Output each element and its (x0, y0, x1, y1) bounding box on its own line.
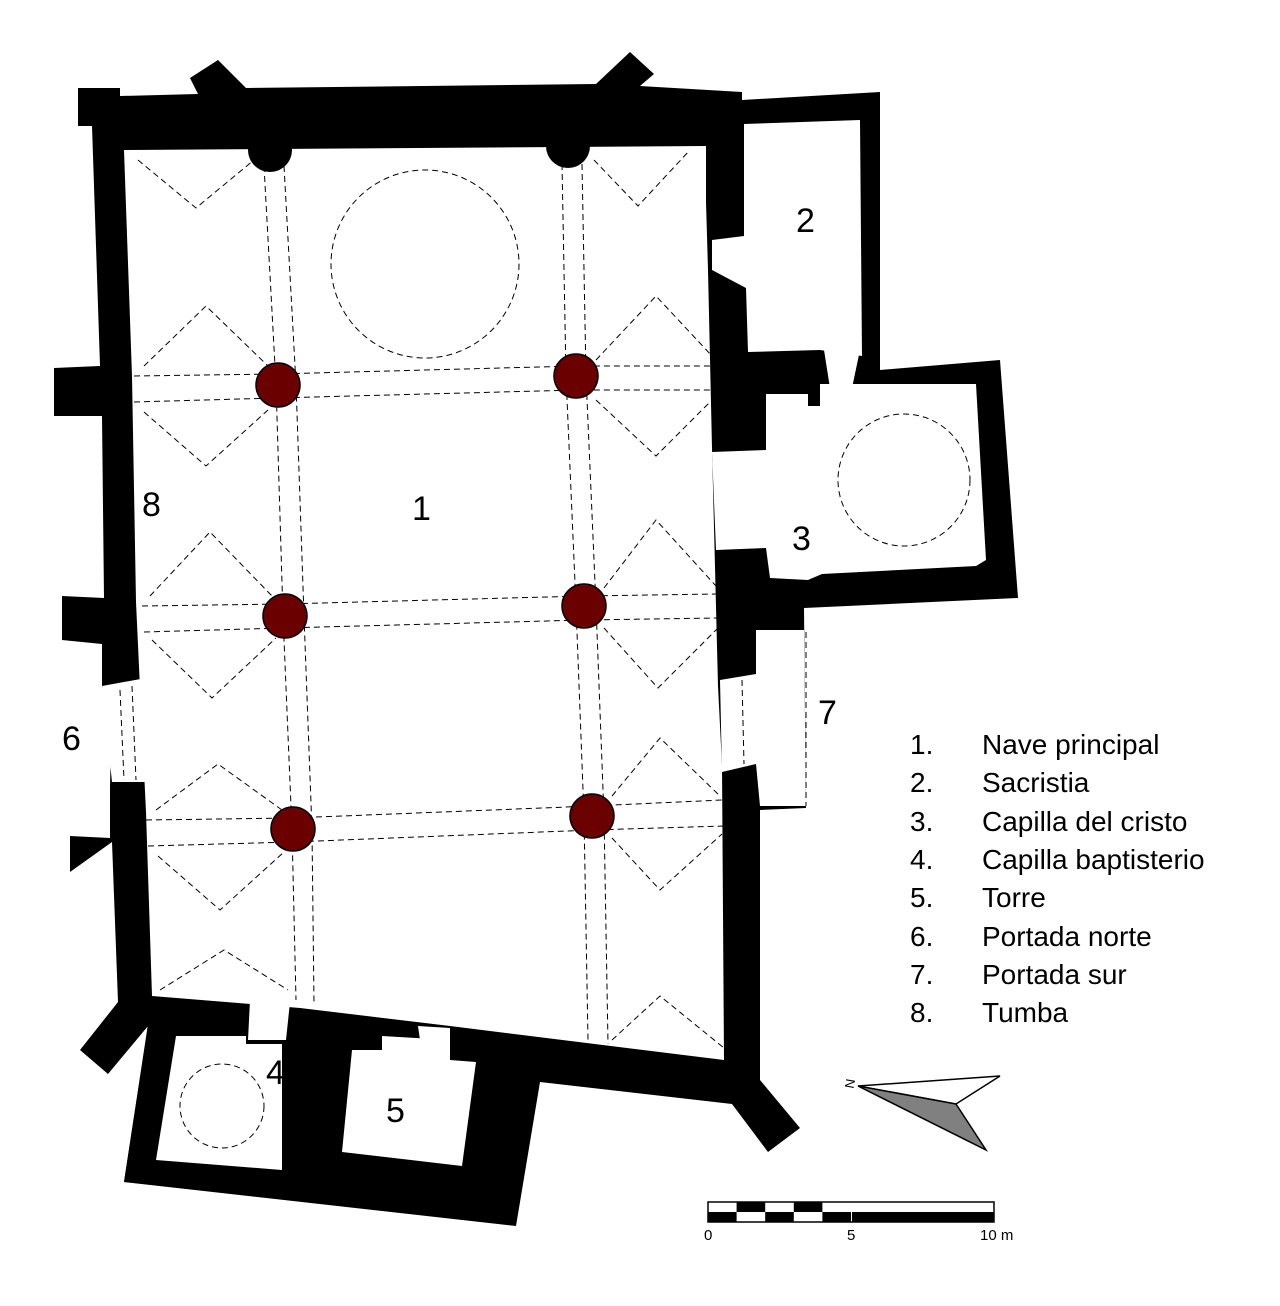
rib-band (141, 593, 717, 607)
scale-tick-5: 5 (847, 1227, 855, 1244)
legend-item: 4. Capilla baptisterio (910, 841, 1270, 879)
wall-column (546, 124, 590, 168)
scale-blocks (708, 1202, 851, 1222)
legend-text: Tumba (982, 997, 1069, 1029)
rib-band (595, 397, 715, 457)
scale-tick-10: 10 m (980, 1227, 1013, 1244)
pillar (270, 806, 316, 852)
rib-band (143, 617, 719, 633)
legend-number: 8. (910, 997, 934, 1029)
rib-band (603, 627, 719, 689)
pillar (262, 593, 308, 639)
legend-number: 6. (910, 920, 934, 952)
rib-band (133, 389, 712, 403)
room-label-7: 7 (818, 694, 837, 732)
rib-band (611, 737, 721, 797)
rib-band (159, 949, 289, 991)
north-arrow-dark (857, 1085, 989, 1152)
legend-text: Sacristia (982, 767, 1090, 799)
legend-text: Torre (982, 882, 1046, 914)
rib-band (143, 305, 269, 367)
rib-band (611, 833, 723, 891)
room-label-1: 1 (412, 490, 431, 528)
north-portal-floor (102, 678, 148, 782)
rib-band (131, 685, 137, 781)
legend-number: 2. (910, 767, 934, 799)
legend-item: 5. Torre (910, 879, 1270, 917)
pillar (255, 362, 301, 408)
room-label-6: 6 (62, 720, 81, 758)
pillar (553, 353, 599, 399)
rib-band (151, 637, 277, 699)
south-portal-floor (720, 630, 806, 806)
legend-text: Capilla del cristo (982, 805, 1188, 837)
rib-band (133, 365, 710, 377)
legend-text: Portada norte (982, 920, 1152, 952)
rib-band (595, 295, 713, 361)
legend-item: 8. Tumba (910, 994, 1270, 1032)
legend-text: Nave principal (982, 729, 1160, 761)
scale-block (793, 1202, 823, 1212)
baptistery-door (248, 1000, 290, 1040)
legend-item: 7. Portada sur (910, 956, 1270, 994)
legend-item: 3. Capilla del cristo (910, 803, 1270, 841)
legend-number: 3. (910, 805, 934, 837)
rib-band (157, 851, 285, 911)
room-label-3: 3 (792, 520, 811, 558)
scale-block-long (852, 1212, 994, 1222)
sacristy-floor (712, 120, 862, 356)
legend-item: 1. Nave principal (910, 726, 1270, 764)
legend-text: Capilla baptisterio (982, 844, 1205, 876)
scale-block (736, 1202, 766, 1212)
baptistery-dome (179, 1063, 265, 1149)
room-labels: 1 2 3 4 5 6 7 8 (62, 202, 837, 1130)
room-label-5: 5 (386, 1092, 405, 1130)
tower-floor (342, 1036, 476, 1166)
scale-tick-0: 0 (704, 1227, 712, 1244)
rib-band (137, 159, 255, 209)
legend-number: 1. (910, 729, 934, 761)
christ-chapel-floor (712, 384, 986, 580)
legend-item: 2. Sacristia (910, 764, 1270, 802)
pillar (569, 793, 615, 839)
room-label-8: 8 (142, 486, 161, 524)
pillars (255, 353, 615, 852)
rib-band (143, 409, 269, 467)
baptistery-floor (156, 1036, 282, 1170)
scale-block (708, 1212, 737, 1222)
rib-band (593, 149, 691, 207)
rib-band (603, 519, 717, 589)
scale-block (822, 1212, 851, 1222)
nave-dome (330, 169, 520, 359)
tower-door (418, 1026, 450, 1040)
legend-text: Portada sur (982, 958, 1127, 990)
north-label: N (842, 1078, 858, 1090)
north-arrow: N (842, 1075, 1001, 1152)
scale-bar: 0 5 10 m (704, 1201, 1013, 1244)
rib-band (741, 679, 745, 765)
rib-band (145, 799, 723, 821)
nave-floor (124, 146, 724, 1060)
room-label-4: 4 (266, 1054, 285, 1092)
rib-band (119, 689, 125, 781)
legend-number: 4. (910, 844, 934, 876)
rib-band (147, 825, 725, 847)
pillar (561, 583, 607, 629)
rib-band (155, 763, 283, 811)
sacristy-door (824, 350, 860, 388)
scale-block (765, 1212, 794, 1222)
rib-band (611, 995, 725, 1049)
room-label-2: 2 (796, 202, 815, 240)
legend-item: 6. Portada norte (910, 917, 1270, 955)
legend: 1. Nave principal 2. Sacristia 3. Capill… (910, 726, 1270, 1032)
christ-chapel-dome (837, 413, 971, 547)
wall-column (248, 128, 292, 172)
legend-number: 5. (910, 882, 934, 914)
legend-number: 7. (910, 958, 934, 990)
